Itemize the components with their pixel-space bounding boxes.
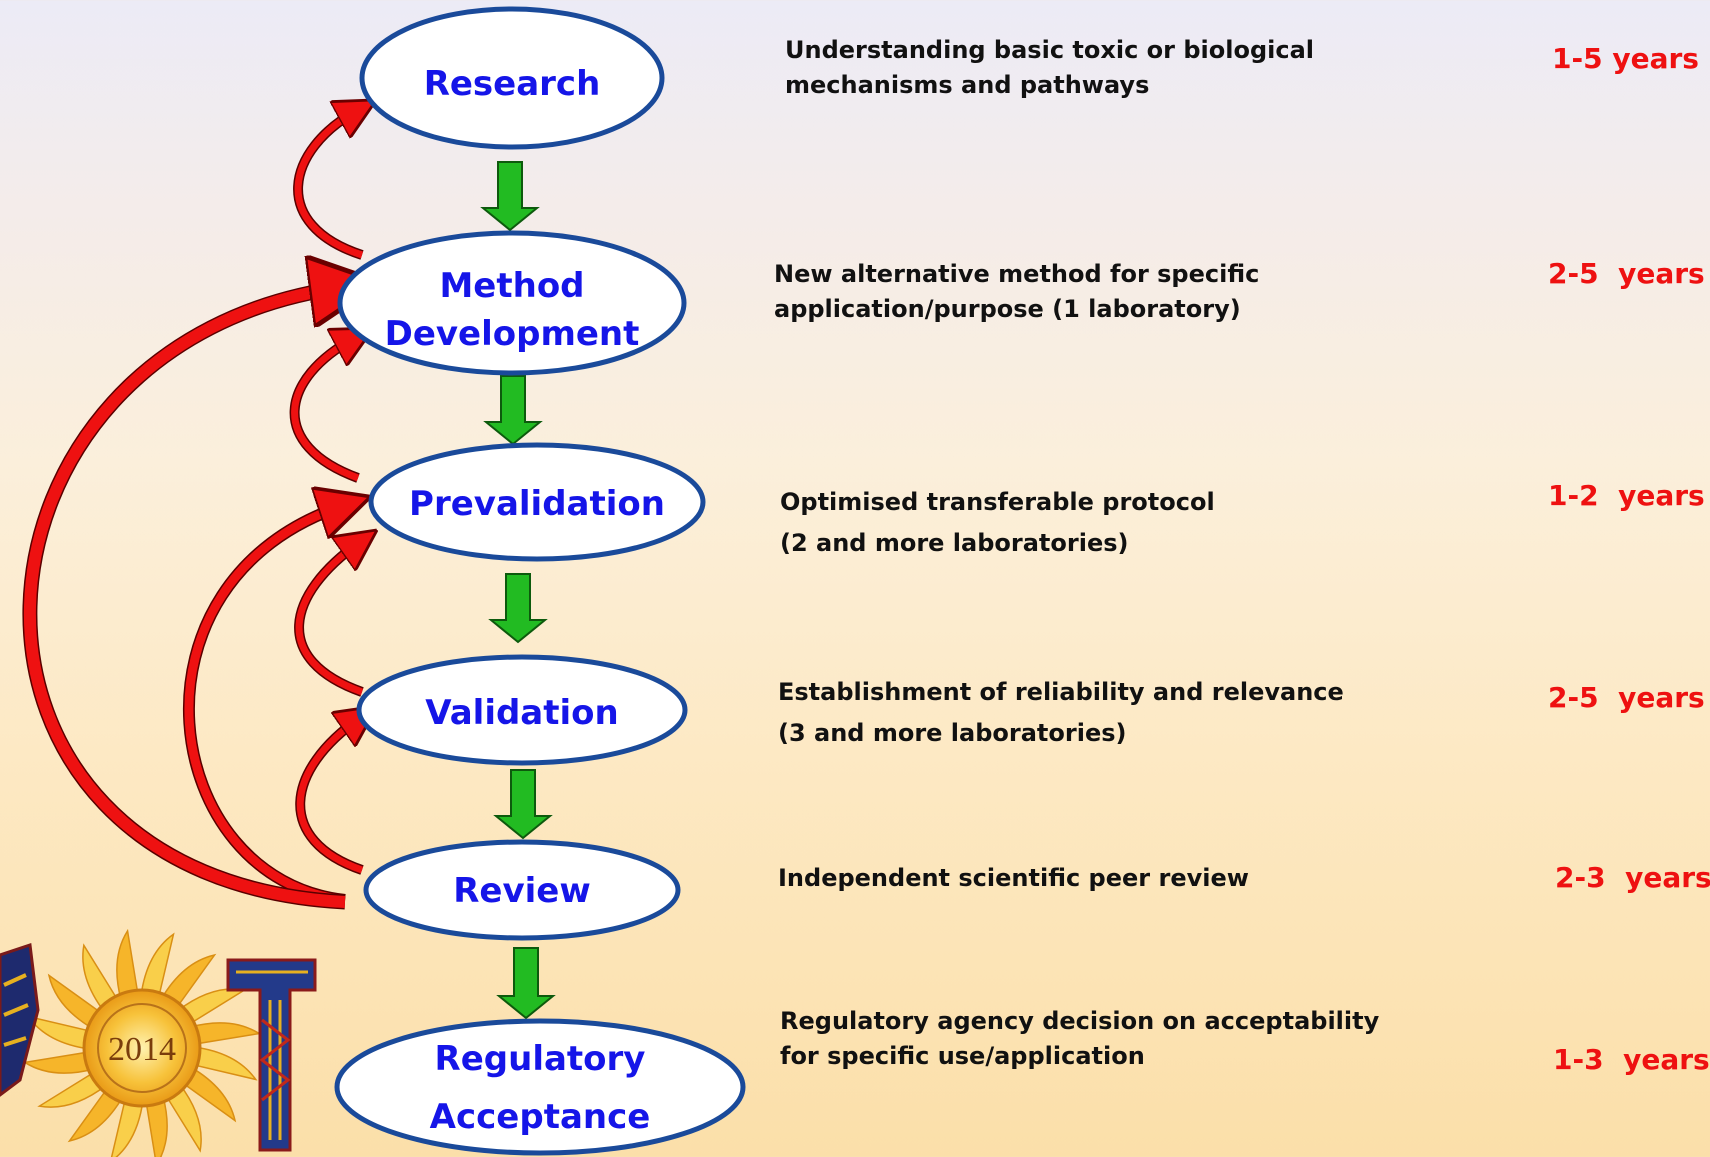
stage-regulatory-acceptance: Regulatory Acceptance [334, 1018, 746, 1156]
duration-validation: 2-5 years [1548, 681, 1705, 714]
stage-label-development: Development [385, 314, 640, 354]
forward-arrow-method-to-prevalidation [483, 375, 543, 446]
feedback-arrow-review-to-prevalidation [184, 505, 345, 905]
description-research: Understanding basic toxic or biological … [785, 36, 1314, 99]
sun-ray [144, 1094, 168, 1157]
duration-method-development: 2-5 years [1548, 257, 1705, 290]
sun-ray [116, 928, 140, 1002]
sun-ray [159, 953, 217, 1010]
sun-ray [67, 1086, 125, 1143]
feedback-arrow-validation-to-prevalidation [295, 542, 362, 696]
sun-ray [82, 943, 120, 1014]
feedback-arrow-prevalidation-to-method [291, 338, 358, 482]
stage-label-method: Method [439, 266, 584, 306]
description-validation: Establishment of reliability and relevan… [778, 678, 1344, 747]
stage-method-development: Method Development [337, 230, 687, 376]
sot-2014-logo: 2014 [0, 928, 317, 1157]
forward-arrows [480, 161, 556, 1020]
description-review: Independent scientific peer review [778, 864, 1249, 892]
stage-validation: Validation [356, 654, 688, 766]
description-method-development: New alternative method for specific appl… [774, 260, 1260, 323]
forward-arrow-validation-to-review [493, 769, 553, 840]
duration-research: 1-5 years [1552, 42, 1699, 75]
duration-review: 2-3 years [1555, 861, 1710, 894]
sun-ray [110, 1096, 144, 1157]
stages: Research Method Development Prevalidatio… [334, 6, 746, 1156]
feedback-arrow-review-to-method [24, 287, 345, 908]
stage-prevalidation: Prevalidation [368, 442, 706, 562]
stage-review: Review [363, 839, 681, 941]
feedback-arrow-method-to-research [294, 110, 362, 259]
stage-label-regulatory: Regulatory [435, 1039, 646, 1079]
duration-prevalidation: 1-2 years [1548, 479, 1705, 512]
sun-ray [47, 973, 104, 1031]
logo-year: 2014 [108, 1031, 176, 1068]
forward-arrow-review-to-acceptance [496, 947, 556, 1020]
sun-ray [140, 932, 175, 1000]
stage-label-prevalidation: Prevalidation [409, 484, 665, 524]
forward-arrow-prevalidation-to-validation [488, 573, 548, 644]
stage-label-research: Research [424, 64, 601, 104]
description-prevalidation: Optimised transferable protocol (2 and m… [780, 488, 1215, 557]
description-regulatory-acceptance: Regulatory agency decision on acceptabil… [780, 1007, 1380, 1070]
sun-ray [180, 1065, 237, 1123]
forward-arrow-research-to-method [480, 161, 540, 232]
stage-label-acceptance: Acceptance [430, 1097, 651, 1137]
feedback-arrows [22, 110, 362, 910]
sun-ray [190, 1046, 258, 1081]
stage-research: Research [359, 6, 665, 150]
sun-ray [164, 1082, 202, 1153]
duration-regulatory-acceptance: 1-3 years [1553, 1043, 1710, 1076]
stage-label-validation: Validation [425, 693, 618, 733]
feedback-arrow-review-to-validation [296, 718, 362, 874]
feedback-arrow-review-to-prevalidation-outline [182, 499, 347, 906]
stage-label-review: Review [453, 871, 591, 911]
sun-ray [37, 1070, 108, 1108]
